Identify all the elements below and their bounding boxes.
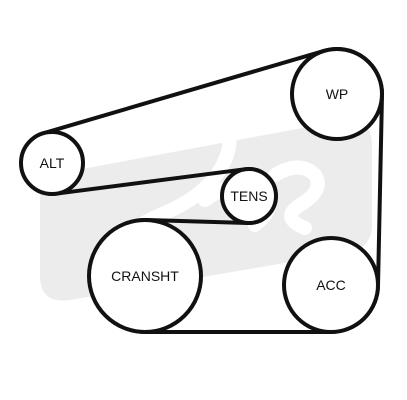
pulley-acc: ACC — [282, 236, 380, 334]
pulley-cransht: CRANSHT — [87, 218, 203, 334]
pulley-label-wp: WP — [326, 86, 349, 102]
pulley-alt: ALT — [19, 130, 85, 196]
pulley-label-cransht: CRANSHT — [111, 268, 179, 284]
pulley-label-tens: TENS — [230, 188, 267, 204]
pulley-wp: WP — [290, 47, 384, 141]
pulley-label-acc: ACC — [316, 277, 346, 293]
pulley-tens: TENS — [220, 167, 278, 225]
pulley-label-alt: ALT — [40, 155, 65, 171]
